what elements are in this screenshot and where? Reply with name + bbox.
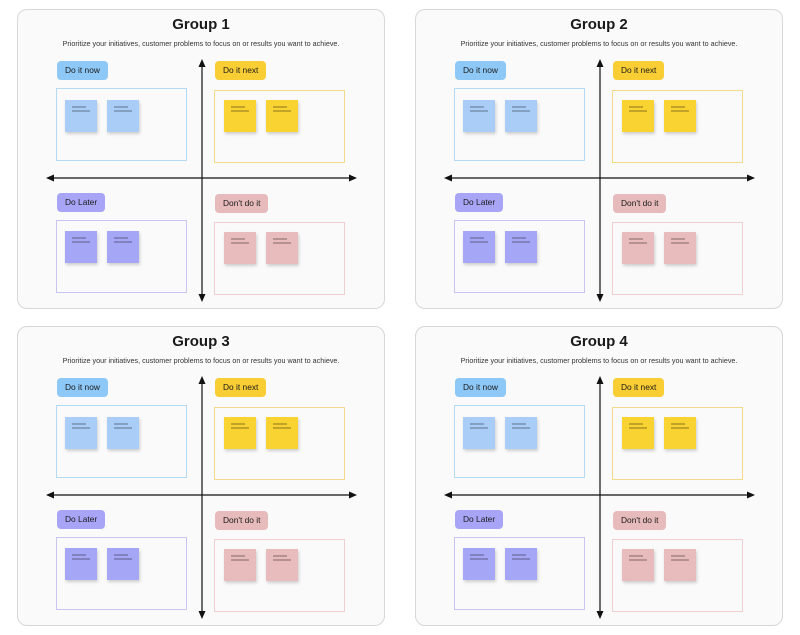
sticky-note[interactable] (266, 549, 298, 581)
sticky-note[interactable] (224, 417, 256, 449)
arrow-up-icon (596, 59, 604, 67)
sticky-note[interactable] (505, 417, 537, 449)
arrow-right-icon (349, 174, 357, 182)
group-subtitle: Prioritize your initiatives, customer pr… (62, 356, 340, 365)
quadrant-now-zone (56, 88, 187, 161)
quadrant-label-next: Do it next (215, 61, 267, 80)
arrow-down-icon (596, 611, 604, 619)
matrix-card-group-4: Group 4 Prioritize your initiatives, cust… (415, 326, 783, 626)
sticky-note[interactable] (107, 231, 139, 263)
sticky-note[interactable] (224, 549, 256, 581)
matrix-axes (46, 376, 357, 619)
group-subtitle: Prioritize your initiatives, customer pr… (460, 39, 738, 48)
quadrant-next-zone (612, 90, 743, 163)
quadrant-dont-zone (214, 222, 345, 295)
arrow-right-icon (747, 491, 755, 499)
quadrant-label-next: Do it next (613, 378, 665, 397)
sticky-note[interactable] (65, 548, 97, 580)
group-title: Group 2 (570, 16, 628, 33)
quadrant-dont-zone (612, 539, 743, 612)
group-title: Group 4 (570, 333, 628, 350)
matrix-axes (444, 59, 755, 302)
sticky-note[interactable] (664, 232, 696, 264)
quadrant-label-later: Do Later (57, 193, 106, 212)
sticky-note[interactable] (65, 100, 97, 132)
sticky-note[interactable] (107, 548, 139, 580)
quadrant-label-dont: Don't do it (215, 511, 269, 530)
matrix-card-group-1: Group 1 Prioritize your initiatives, cust… (17, 9, 385, 309)
sticky-note[interactable] (266, 417, 298, 449)
arrow-up-icon (198, 376, 206, 384)
matrix-axes (46, 59, 357, 302)
sticky-note[interactable] (463, 417, 495, 449)
quadrant-label-now: Do it now (455, 61, 506, 80)
sticky-note[interactable] (65, 417, 97, 449)
quadrant-label-now: Do it now (57, 378, 108, 397)
arrow-right-icon (349, 491, 357, 499)
sticky-note[interactable] (664, 549, 696, 581)
quadrant-label-next: Do it next (613, 61, 665, 80)
arrow-up-icon (198, 59, 206, 67)
group-title: Group 3 (172, 333, 230, 350)
group-title: Group 1 (172, 16, 230, 33)
quadrant-label-now: Do it now (57, 61, 108, 80)
quadrant-label-dont: Don't do it (613, 194, 667, 213)
sticky-note[interactable] (664, 417, 696, 449)
arrow-left-icon (46, 491, 54, 499)
quadrant-next-zone (214, 407, 345, 480)
arrow-left-icon (444, 174, 452, 182)
sticky-note[interactable] (224, 232, 256, 264)
arrow-right-icon (747, 174, 755, 182)
sticky-note[interactable] (266, 100, 298, 132)
quadrant-next-zone (214, 90, 345, 163)
quadrant-dont-zone (612, 222, 743, 295)
sticky-note[interactable] (224, 100, 256, 132)
quadrant-later-zone (454, 220, 585, 293)
quadrant-now-zone (56, 405, 187, 478)
arrow-down-icon (198, 294, 206, 302)
quadrant-label-dont: Don't do it (613, 511, 667, 530)
sticky-note[interactable] (505, 548, 537, 580)
sticky-note[interactable] (463, 100, 495, 132)
quadrant-label-later: Do Later (57, 510, 106, 529)
sticky-note[interactable] (266, 232, 298, 264)
quadrant-now-zone (454, 405, 585, 478)
quadrant-dont-zone (214, 539, 345, 612)
sticky-note[interactable] (463, 548, 495, 580)
matrix-card-group-3: Group 3 Prioritize your initiatives, cust… (17, 326, 385, 626)
quadrant-label-later: Do Later (455, 510, 504, 529)
arrow-down-icon (198, 611, 206, 619)
arrow-up-icon (596, 376, 604, 384)
group-subtitle: Prioritize your initiatives, customer pr… (62, 39, 340, 48)
matrix-axes (444, 376, 755, 619)
quadrant-now-zone (454, 88, 585, 161)
quadrant-later-zone (454, 537, 585, 610)
quadrant-label-now: Do it now (455, 378, 506, 397)
quadrant-later-zone (56, 537, 187, 610)
sticky-note[interactable] (622, 232, 654, 264)
arrow-down-icon (596, 294, 604, 302)
sticky-note[interactable] (107, 417, 139, 449)
sticky-note[interactable] (622, 549, 654, 581)
quadrant-label-dont: Don't do it (215, 194, 269, 213)
sticky-note[interactable] (463, 231, 495, 263)
sticky-note[interactable] (622, 417, 654, 449)
sticky-note[interactable] (107, 100, 139, 132)
quadrant-label-next: Do it next (215, 378, 267, 397)
matrix-card-group-2: Group 2 Prioritize your initiatives, cust… (415, 9, 783, 309)
arrow-left-icon (46, 174, 54, 182)
sticky-note[interactable] (505, 231, 537, 263)
group-subtitle: Prioritize your initiatives, customer pr… (460, 356, 738, 365)
quadrant-next-zone (612, 407, 743, 480)
sticky-note[interactable] (65, 231, 97, 263)
arrow-left-icon (444, 491, 452, 499)
quadrant-label-later: Do Later (455, 193, 504, 212)
sticky-note[interactable] (505, 100, 537, 132)
sticky-note[interactable] (664, 100, 696, 132)
sticky-note[interactable] (622, 100, 654, 132)
quadrant-later-zone (56, 220, 187, 293)
